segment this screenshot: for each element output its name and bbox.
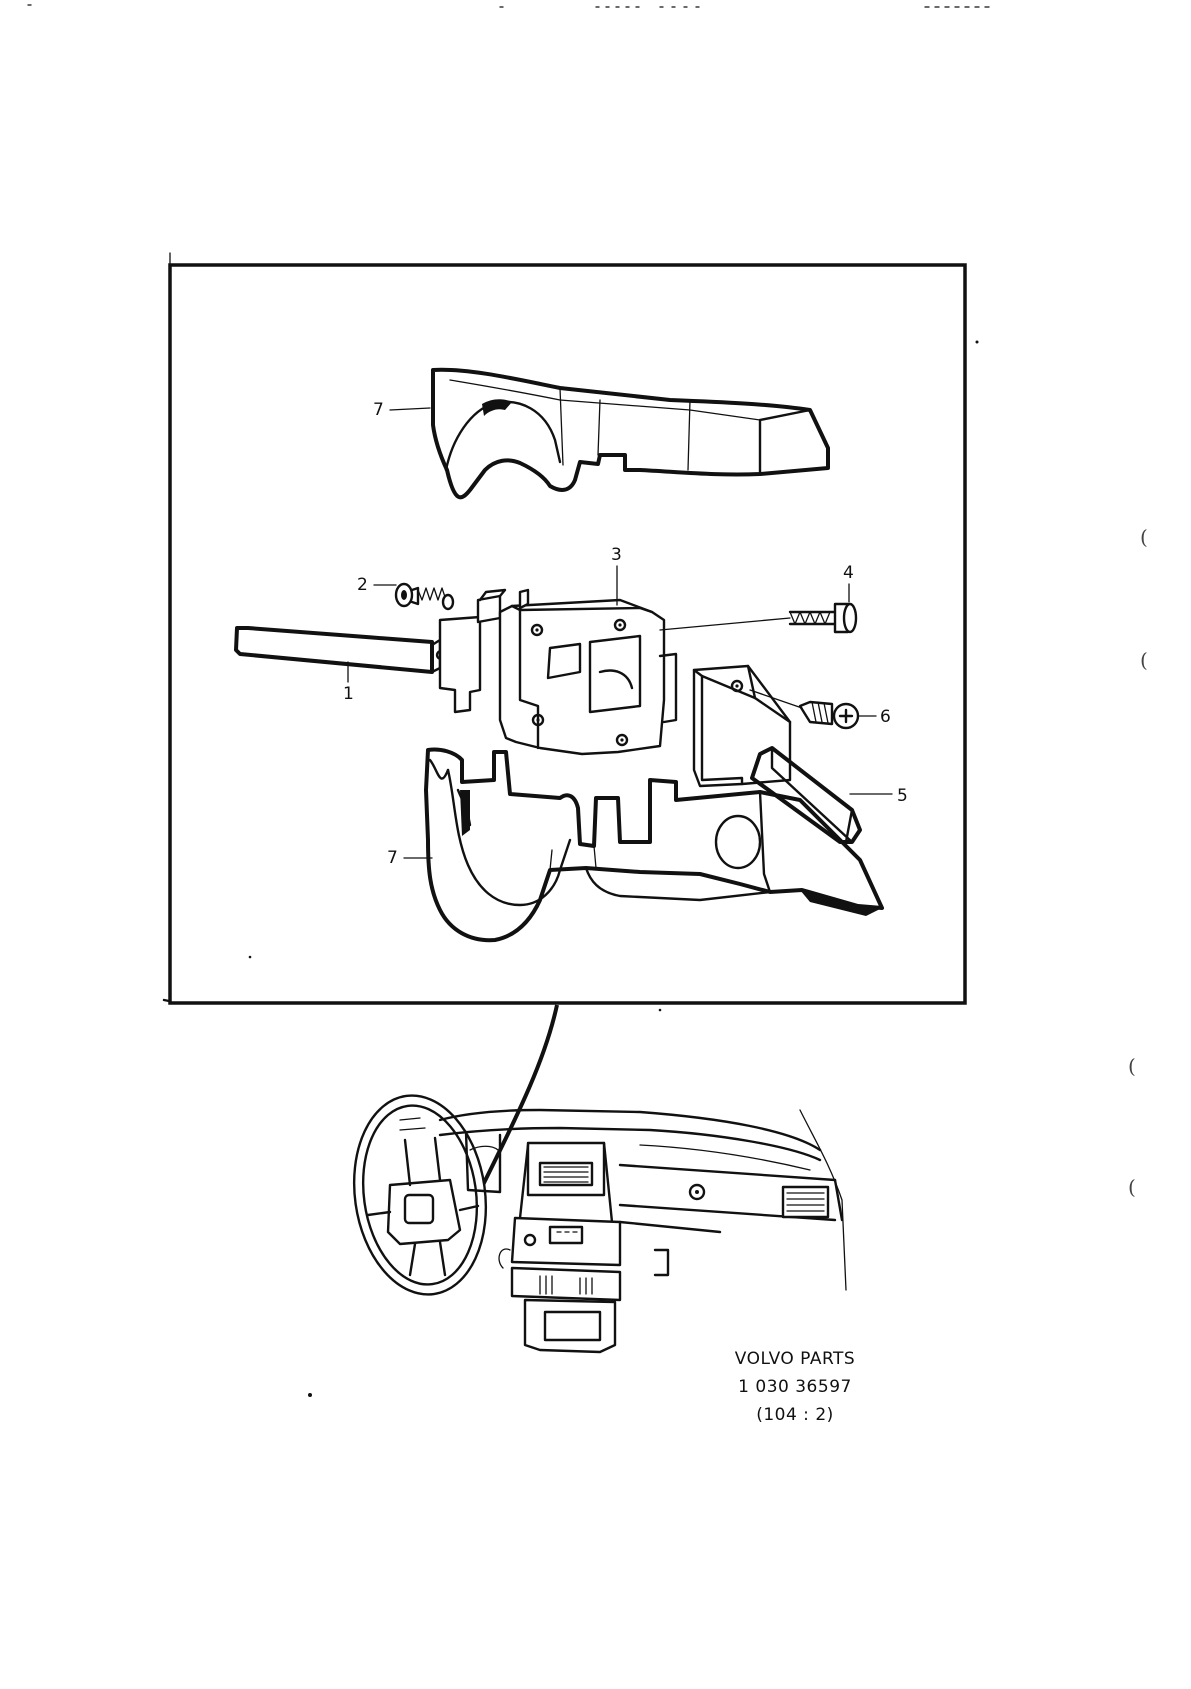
margin-mark: (: [1128, 1054, 1136, 1078]
callout-3: 3: [611, 545, 622, 606]
screw-2: [394, 582, 455, 611]
margin-mark: (: [1140, 525, 1148, 549]
lower-steering-column-cover: [424, 747, 884, 943]
page-reference: (104 : 2): [756, 1405, 834, 1425]
dashboard-location-view: [352, 1094, 847, 1354]
screw-4: [788, 602, 858, 634]
part-reference: VOLVO PARTS 1 030 36597 (104 : 2): [700, 1345, 890, 1429]
callout-5: 5: [849, 786, 908, 806]
svg-text:2: 2: [357, 575, 368, 595]
svg-text:3: 3: [611, 545, 622, 565]
svg-text:6: 6: [880, 707, 891, 727]
svg-text:4: 4: [843, 563, 854, 583]
svg-text:7: 7: [373, 400, 384, 420]
margin-mark: (: [1140, 648, 1148, 672]
callout-7-bottom: 7: [387, 848, 433, 868]
turn-signal-stalk: [234, 588, 507, 714]
combination-switch-bracket: [498, 588, 678, 756]
diagram-frame: [162, 252, 967, 1005]
upper-steering-column-cover: [431, 367, 830, 500]
callout-7-top: 7: [373, 400, 431, 420]
wiper-switch-stalk: [692, 664, 862, 844]
margin-mark: (: [1128, 1175, 1136, 1199]
location-pointer-line: [476, 1004, 559, 1196]
callout-6: 6: [749, 689, 891, 727]
scan-specks: [27, 4, 991, 1397]
screw-6: [798, 700, 860, 730]
svg-text:7: 7: [387, 848, 398, 868]
brand-label: VOLVO PARTS: [734, 1349, 856, 1369]
svg-text:1: 1: [343, 684, 354, 704]
callout-1: 1: [343, 661, 354, 704]
steering-wheel: [352, 1094, 488, 1296]
svg-text:5: 5: [897, 786, 908, 806]
callout-4: 4: [659, 563, 854, 631]
callout-2: 2: [357, 575, 397, 595]
part-number: 1 030 36597: [738, 1377, 852, 1397]
